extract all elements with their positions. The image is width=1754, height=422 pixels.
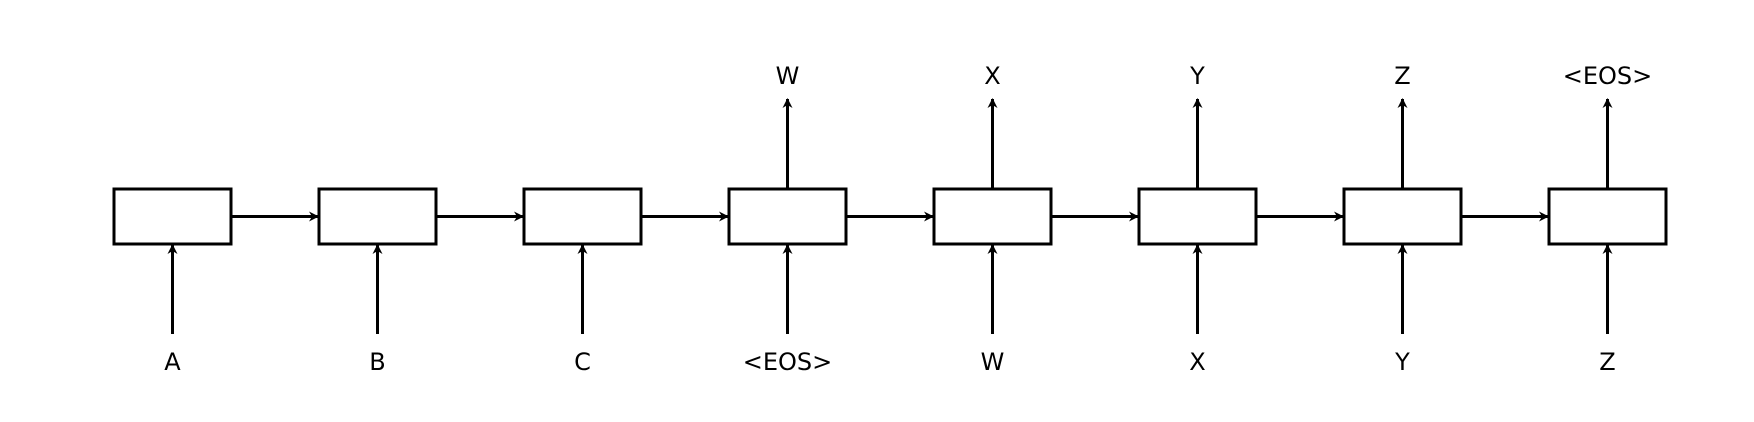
rnn-cell — [727, 187, 848, 246]
input-token-label: B — [369, 348, 385, 376]
input-token-label: Z — [1599, 348, 1615, 376]
input-token-label: <EOS> — [743, 348, 833, 376]
output-token-label: Y — [1189, 62, 1205, 90]
input-token-label: W — [981, 348, 1005, 376]
rnn-cell — [317, 187, 438, 246]
input-token-label: A — [164, 348, 181, 376]
rnn-cell — [932, 187, 1053, 246]
input-token-label: Y — [1394, 348, 1410, 376]
output-token-label: W — [776, 62, 800, 90]
input-token-label: X — [1189, 348, 1205, 376]
output-token-label: Z — [1394, 62, 1410, 90]
input-token-label: C — [574, 348, 591, 376]
rnn-cell — [1342, 187, 1463, 246]
rnn-cell — [112, 187, 233, 246]
rnn-cell — [522, 187, 643, 246]
output-token-label: X — [984, 62, 1000, 90]
output-token-label: <EOS> — [1563, 62, 1653, 90]
rnn-cell — [1137, 187, 1258, 246]
rnn-cell — [1547, 187, 1668, 246]
